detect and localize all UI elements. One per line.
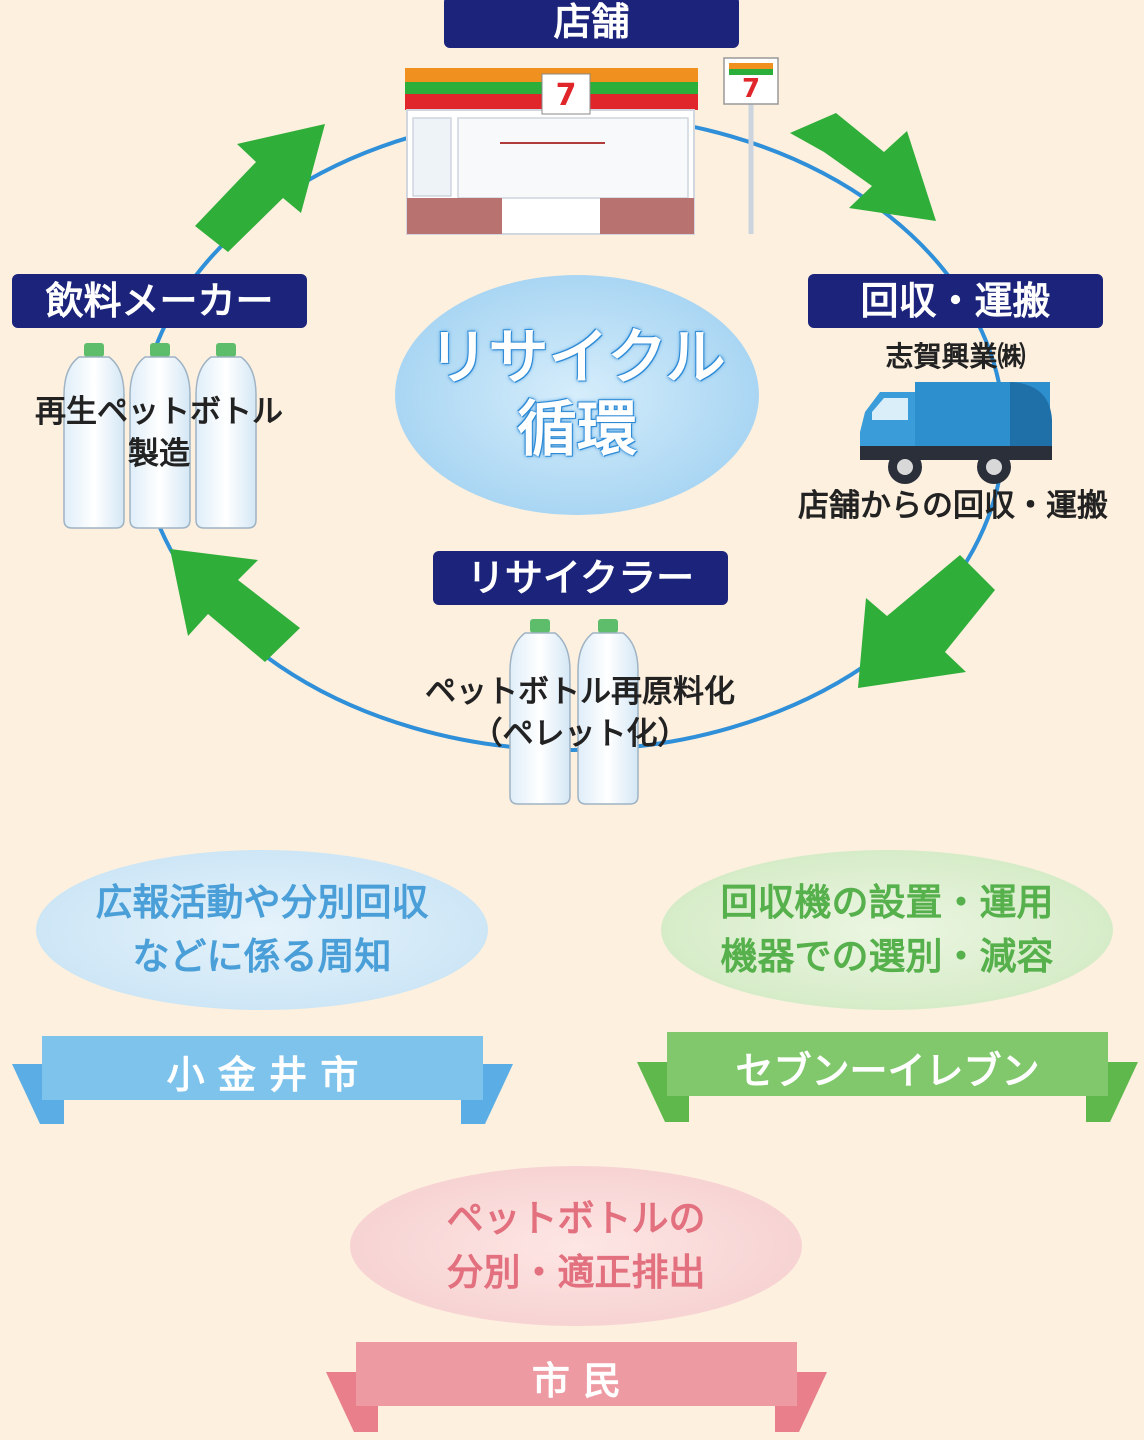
center-title-line1: リサイクル	[428, 323, 726, 393]
center-title: リサイクル 循環	[395, 322, 759, 466]
pet-bottle-icon	[63, 342, 639, 805]
maker-label: 飲料メーカー	[12, 274, 307, 328]
citizens-banner-label: 市 民	[531, 1359, 622, 1403]
recycler-caption-line2: （ペレット化）	[471, 715, 689, 752]
maker-caption-line2: 製造	[128, 435, 190, 472]
citizens-role-line1: ペットボトルの	[446, 1197, 706, 1240]
seven-role-text: 回収機の設置・運用 機器での選別・減容	[661, 876, 1113, 983]
arrow-recycler-to-maker	[170, 549, 300, 662]
svg-text:7: 7	[742, 74, 760, 104]
citizens-role-text: ペットボトルの 分別・適正排出	[350, 1192, 802, 1299]
citizens-ellipse	[350, 1166, 802, 1326]
maker-caption: 再生ペットボトル 製造	[4, 392, 314, 476]
arrow-maker-to-store	[195, 124, 325, 252]
recycler-label: リサイクラー	[433, 551, 728, 605]
seven-role-line1: 回収機の設置・運用	[720, 881, 1054, 924]
city-ellipse	[36, 850, 488, 1010]
seven-ellipse	[661, 850, 1113, 1010]
seven-role-line2: 機器での選別・減容	[720, 934, 1054, 978]
city-role-line2: などに係る周知	[132, 934, 392, 978]
collection-company: 志賀興業㈱	[885, 340, 1026, 373]
recycler-caption: ペットボトル再原料化 （ペレット化）	[370, 672, 790, 756]
citizens-role-line2: 分別・適正排出	[446, 1250, 706, 1294]
arrow-store-to-collection	[790, 113, 936, 221]
city-role-line1: 広報活動や分別回収	[95, 881, 429, 924]
svg-text:7: 7	[556, 78, 577, 113]
center-title-line2: 循環	[517, 395, 637, 465]
city-banner	[12, 1036, 513, 1124]
garbage-truck-icon	[860, 382, 1052, 484]
seven-eleven-logo: 7	[723, 57, 779, 234]
collection-label: 回収・運搬	[808, 274, 1103, 328]
recycler-caption-line1: ペットボトル再原料化	[425, 674, 735, 710]
store-icon: 7	[405, 68, 698, 235]
center-ellipse	[395, 275, 759, 515]
arrow-collection-to-recycler	[858, 555, 995, 688]
collection-caption: 店舗からの回収・運搬	[798, 488, 1108, 524]
city-role-text: 広報活動や分別回収 などに係る周知	[36, 876, 488, 983]
store-label: 店舗	[444, 0, 739, 48]
maker-caption-line1: 再生ペットボトル	[35, 394, 283, 430]
city-banner-label: 小 金 井 市	[166, 1053, 359, 1097]
citizens-banner	[326, 1342, 827, 1432]
recycle-arrow-icon	[170, 113, 995, 688]
seven-banner	[637, 1032, 1138, 1122]
seven-banner-label: セブンーイレブン	[735, 1049, 1040, 1093]
